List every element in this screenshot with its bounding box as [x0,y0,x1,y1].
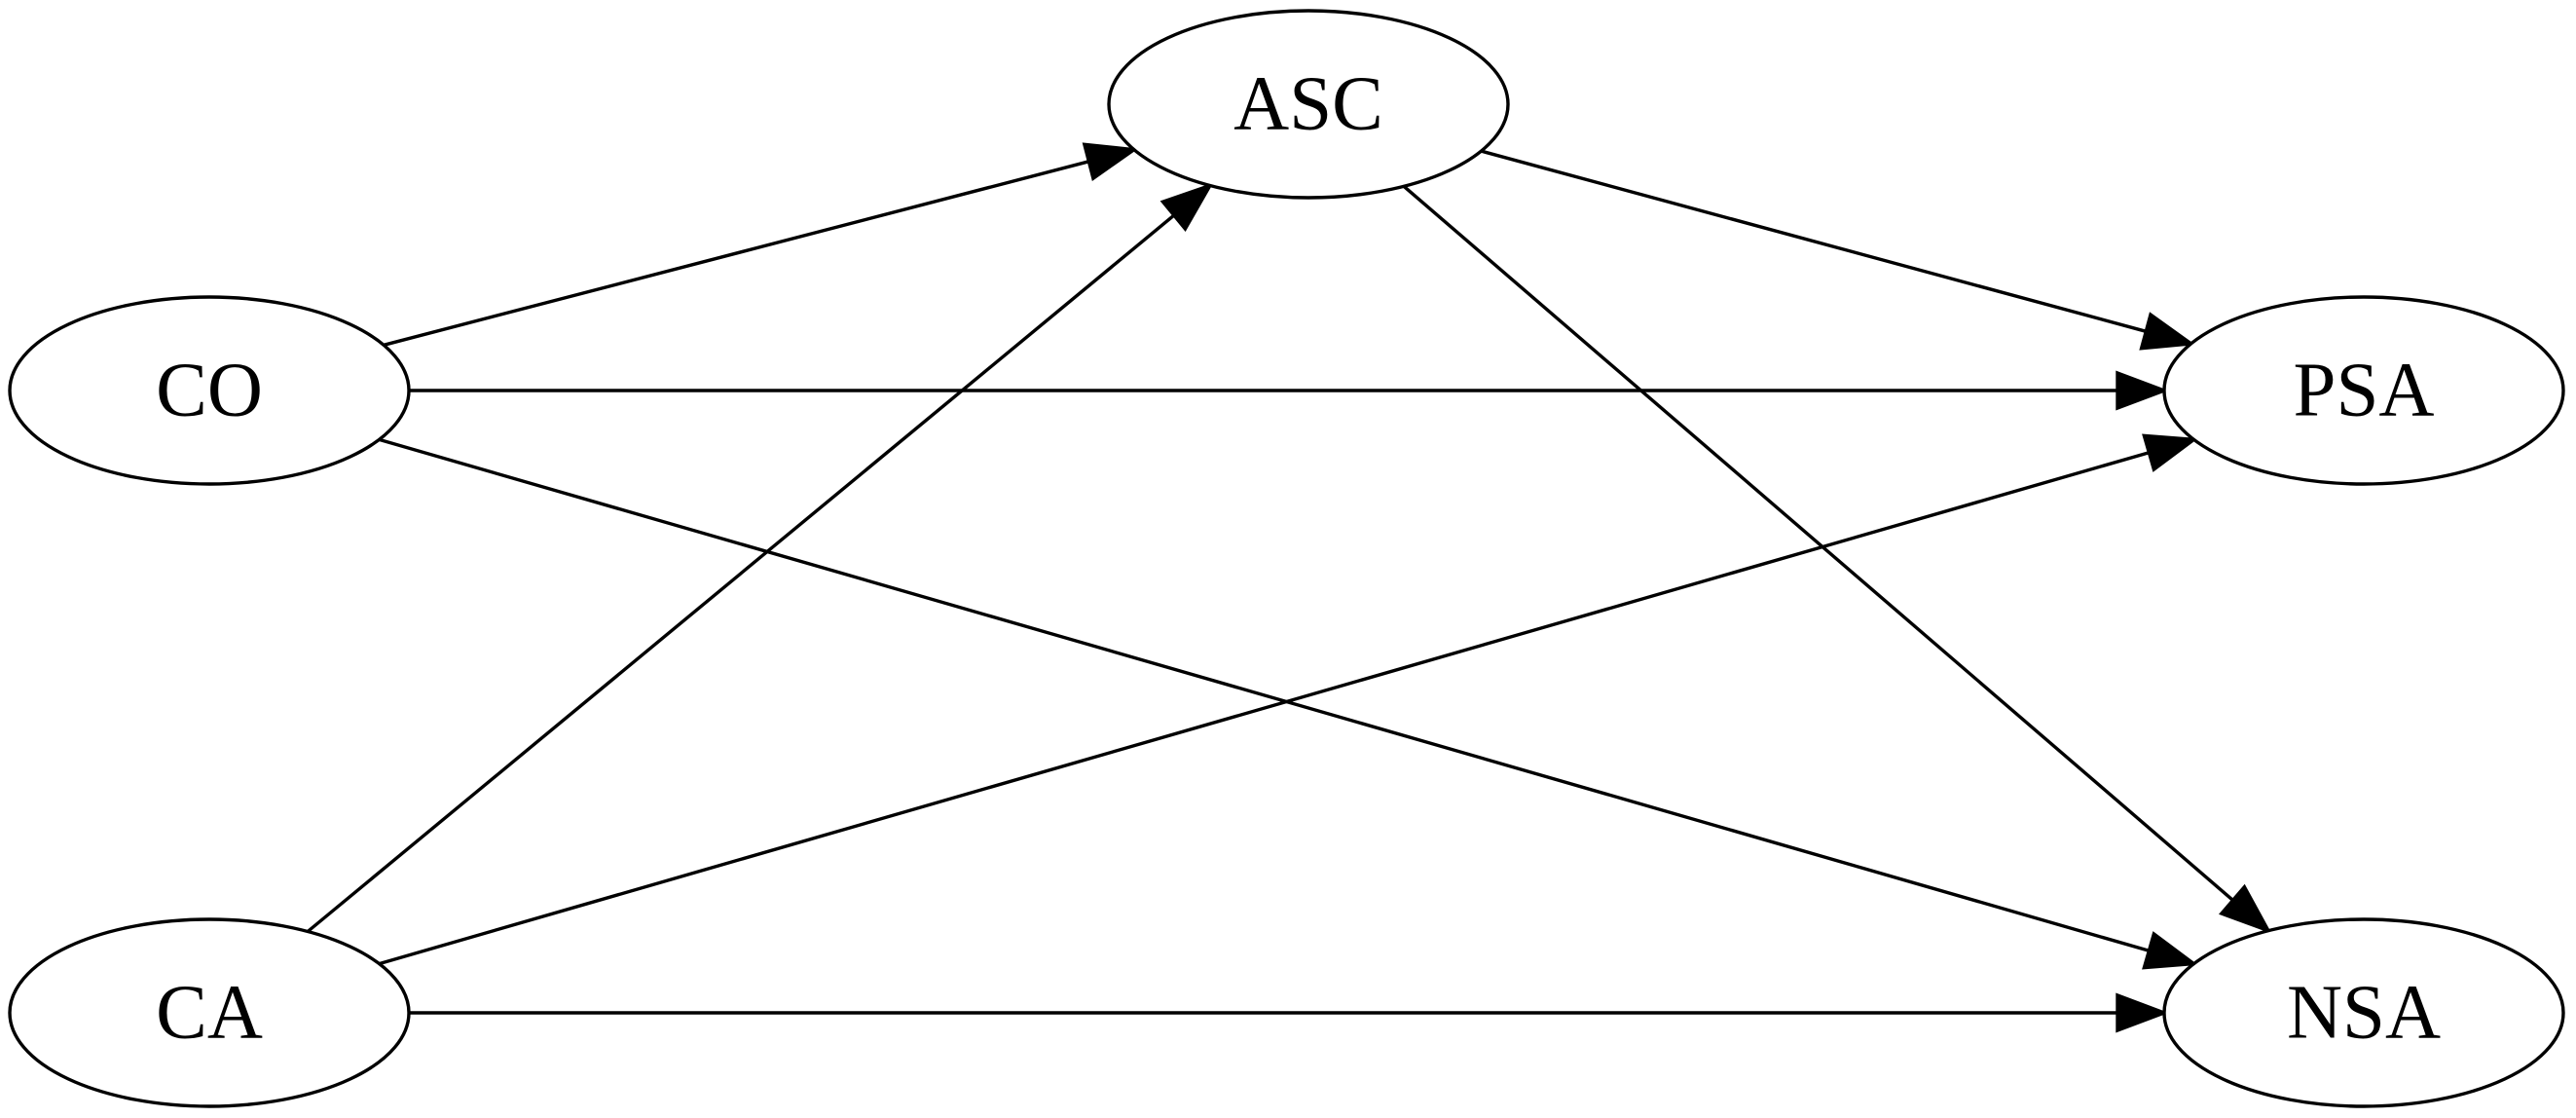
edge-asc-to-nsa-line [1402,185,2234,902]
node-nsa: NSA [2162,917,2565,1108]
edge-asc-to-nsa-arrowhead [2219,883,2272,934]
edge-ca-to-nsa [409,992,2169,1033]
node-asc-ellipse [1107,9,1510,200]
edge-co-to-asc [383,142,1139,347]
edge-ca-to-asc [307,182,1214,933]
node-nsa-label: NSA [2287,971,2441,1056]
edge-asc-to-nsa [1402,185,2272,934]
edge-co-to-asc-line [383,160,1089,347]
edge-ca-to-psa-arrowhead [2142,433,2199,472]
edge-co-to-nsa [379,437,2199,970]
node-ca: CA [8,917,411,1108]
edge-ca-to-nsa-arrowhead [2116,992,2169,1033]
edge-co-to-asc-arrowhead [1082,142,1139,182]
edge-ca-to-asc-line [307,213,1175,933]
edge-co-to-nsa-arrowhead [2142,931,2199,970]
edge-co-to-psa [409,370,2169,411]
node-co: CO [8,295,411,486]
edge-asc-to-psa [1480,149,2196,351]
edge-asc-to-psa-line [1480,149,2147,333]
node-psa: PSA [2162,295,2565,486]
edge-co-to-nsa-line [379,437,2150,952]
node-co-label: CO [156,349,263,433]
node-asc: ASC [1107,9,1510,200]
edge-ca-to-psa [379,433,2199,966]
node-asc-label: ASC [1233,62,1383,147]
node-psa-ellipse [2162,295,2565,486]
edge-layer [307,142,2272,1033]
edge-asc-to-psa-arrowhead [2139,312,2196,351]
node-co-ellipse [8,295,411,486]
node-ca-ellipse [8,917,411,1108]
edge-co-to-psa-arrowhead [2116,370,2169,411]
node-ca-label: CA [156,971,263,1056]
edge-ca-to-psa-line [379,451,2150,966]
node-psa-label: PSA [2294,349,2435,433]
node-nsa-ellipse [2162,917,2565,1108]
edge-ca-to-asc-arrowhead [1159,182,1214,232]
